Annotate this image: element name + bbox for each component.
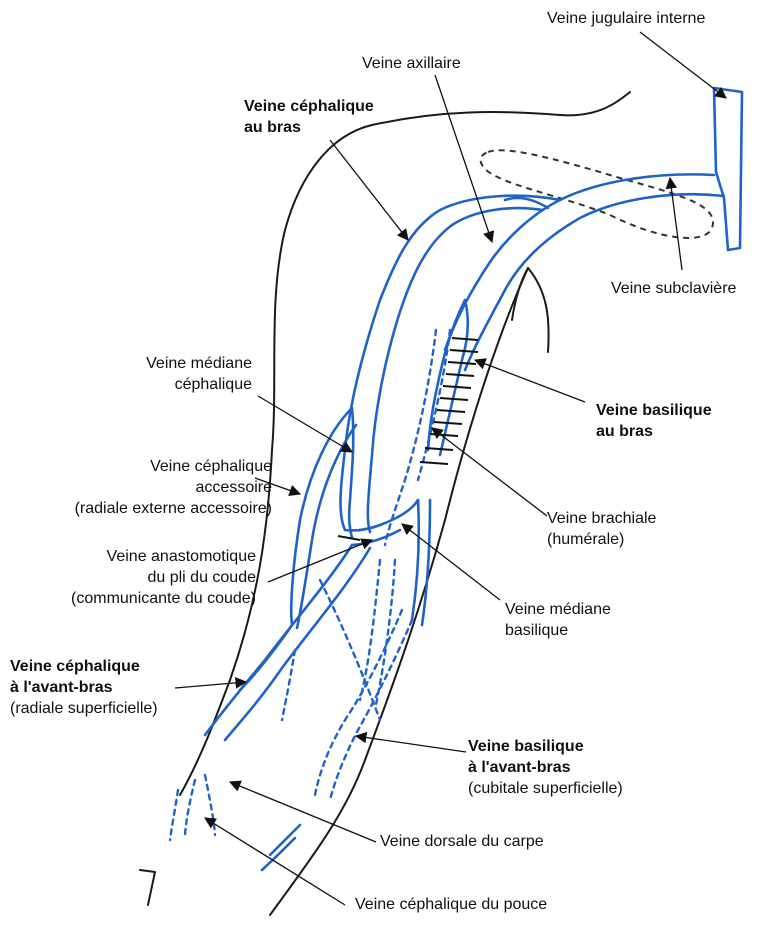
vein-dorsal-carpal	[185, 780, 195, 835]
label-median-cephalic: Veine médiane céphalique	[110, 353, 252, 395]
label-median-basilic: Veine médiane basilique	[505, 599, 611, 641]
vein-median-basilic	[412, 500, 419, 620]
vein-anastomotic	[345, 500, 418, 531]
vein-median-cephalic	[349, 408, 353, 538]
label-subclavian: Veine subclavière	[611, 278, 736, 299]
label-cephalic-accessory: Veine céphalique accessoire (radiale ext…	[6, 456, 272, 519]
vein-subclavian	[445, 174, 714, 350]
label-basilic-forearm: Veine basilique à l'avant-bras (cubitale…	[468, 736, 623, 799]
label-cephalic-arm: Veine céphalique au bras	[244, 96, 374, 138]
vein-cephalic-thumb	[170, 790, 178, 840]
label-cephalic-forearm: Veine céphalique à l'avant-bras (radiale…	[10, 656, 158, 719]
label-dorsal-carpal: Veine dorsale du carpe	[380, 831, 544, 852]
label-anastomotic: Veine anastomotique du pli du coude (com…	[20, 546, 256, 609]
label-brachial: Veine brachiale (humérale)	[547, 508, 656, 550]
label-jugular: Veine jugulaire interne	[547, 8, 705, 29]
vein-jugular	[714, 88, 742, 250]
vein-basilic-forearm	[315, 610, 402, 795]
label-axillary: Veine axillaire	[362, 53, 461, 74]
label-basilic-arm: Veine basilique au bras	[596, 400, 712, 442]
vein-cephalic-accessory	[291, 408, 352, 625]
label-cephalic-thumb: Veine céphalique du pouce	[355, 894, 547, 915]
